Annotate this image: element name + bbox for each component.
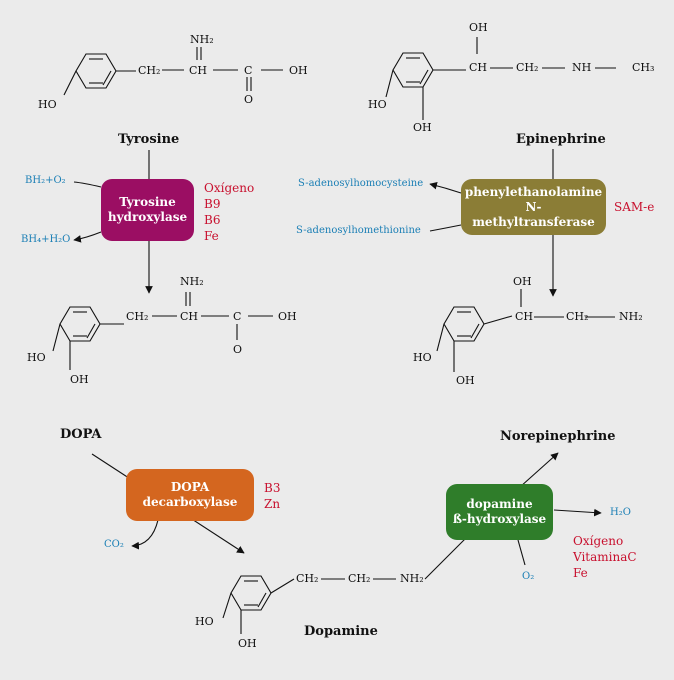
epinephrine-oh-top: OH xyxy=(469,21,488,34)
tyrosine-nh2: NH₂ xyxy=(190,33,214,46)
cofactor-sam-e: SAM-e xyxy=(614,200,655,214)
dopa-decarboxylase-cofactors: B3 Zn xyxy=(264,480,280,512)
dopa-nh2: NH₂ xyxy=(180,275,204,288)
dopamine-label: Dopamine xyxy=(304,624,378,639)
dopamine-ho: HO xyxy=(195,615,214,628)
dopa-ch: CH xyxy=(180,310,199,323)
dopa-decarboxylase-line2: decarboxylase xyxy=(142,495,238,509)
tyrosine-ho: HO xyxy=(38,98,57,111)
epinephrine-ch2: CH₂ xyxy=(516,61,539,74)
dbh-line2: ß-hydroxylase xyxy=(452,512,547,526)
pnmt-line1: phenylethanolamine xyxy=(464,184,603,199)
dopamine-oh: OH xyxy=(238,637,257,650)
side-s-adenosylhomethionine: S-adenosylhomethionine xyxy=(296,225,421,236)
cofactor-oxygen: Oxígeno xyxy=(204,181,255,195)
tyrosine-hydroxylase-line1: Tyrosine xyxy=(119,195,176,209)
side-bh4-h2o: BH₄+H₂O xyxy=(21,234,71,245)
epinephrine-structure xyxy=(385,37,616,120)
epinephrine-nh: NH xyxy=(572,61,592,74)
norepinephrine-ho: HO xyxy=(413,351,432,364)
dopa-oh: OH xyxy=(278,310,297,323)
tyrosine-hydroxylase-cofactors: Oxígeno B9 B6 Fe xyxy=(204,180,254,244)
side-bh2-o2: BH₂+O₂ xyxy=(25,175,66,186)
dopamine-ch2-2: CH₂ xyxy=(348,572,371,585)
norepinephrine-label: Norepinephrine xyxy=(500,429,616,444)
dopa-label: DOPA xyxy=(60,427,102,442)
dopa-ch2: CH₂ xyxy=(126,310,149,323)
cofactor-fe: Fe xyxy=(204,229,219,243)
tyrosine-hydroxylase-line2: hydroxylase xyxy=(107,210,188,224)
norepinephrine-ch2: CH₂ xyxy=(566,310,589,323)
tyrosine-o: O xyxy=(244,93,254,106)
tyrosine-oh: OH xyxy=(289,64,308,77)
dopa-structure xyxy=(52,292,273,370)
norepinephrine-oh-top: OH xyxy=(513,275,532,288)
epinephrine-ch: CH xyxy=(469,61,488,74)
dopamine-ch2-1: CH₂ xyxy=(296,572,319,585)
tyrosine-ch: CH xyxy=(189,64,208,77)
cofactor-fe-2: Fe xyxy=(573,566,588,580)
cofactor-zn: Zn xyxy=(264,497,281,511)
epinephrine-ch3: CH₃ xyxy=(632,61,655,74)
tyrosine-c: C xyxy=(244,64,253,77)
dbh-cofactors: Oxígeno VitaminaC Fe xyxy=(573,533,637,581)
epinephrine-label: Epinephrine xyxy=(516,132,606,147)
epinephrine-ho: HO xyxy=(368,98,387,111)
side-o2: O₂ xyxy=(522,571,535,582)
tyrosine-label: Tyrosine xyxy=(118,132,180,147)
dopa-c: C xyxy=(233,310,242,323)
dopa-oh-bottom: OH xyxy=(70,373,89,386)
dopamine-nh2: NH₂ xyxy=(400,572,424,585)
norepinephrine-nh2: NH₂ xyxy=(619,310,643,323)
side-co2: CO₂ xyxy=(104,539,124,550)
dopa-decarboxylase-line1: DOPA xyxy=(170,480,210,494)
cofactor-b6: B6 xyxy=(204,213,221,227)
cofactor-vitamin-c: VitaminaC xyxy=(573,550,637,564)
side-s-adenosylhomocysteine: S-adenosylhomocysteine xyxy=(298,178,424,189)
dbh-line1: dopamine xyxy=(466,497,533,511)
norepinephrine-ch: CH xyxy=(515,310,534,323)
dopa-o: O xyxy=(233,343,243,356)
norepinephrine-structure xyxy=(436,289,615,372)
norepinephrine-oh-bottom: OH xyxy=(456,374,475,387)
cofactor-oxygen-2: Oxígeno xyxy=(573,534,624,548)
cofactor-b9: B9 xyxy=(204,197,221,211)
cofactor-b3: B3 xyxy=(264,481,281,495)
tyrosine-ch2: CH₂ xyxy=(138,64,161,77)
side-h2o: H₂O xyxy=(610,507,631,518)
dopa-ho: HO xyxy=(27,351,46,364)
tyrosine-structure xyxy=(63,47,283,96)
epinephrine-oh: OH xyxy=(413,121,432,134)
pnmt-line2: N-methyltransferase xyxy=(472,199,595,229)
